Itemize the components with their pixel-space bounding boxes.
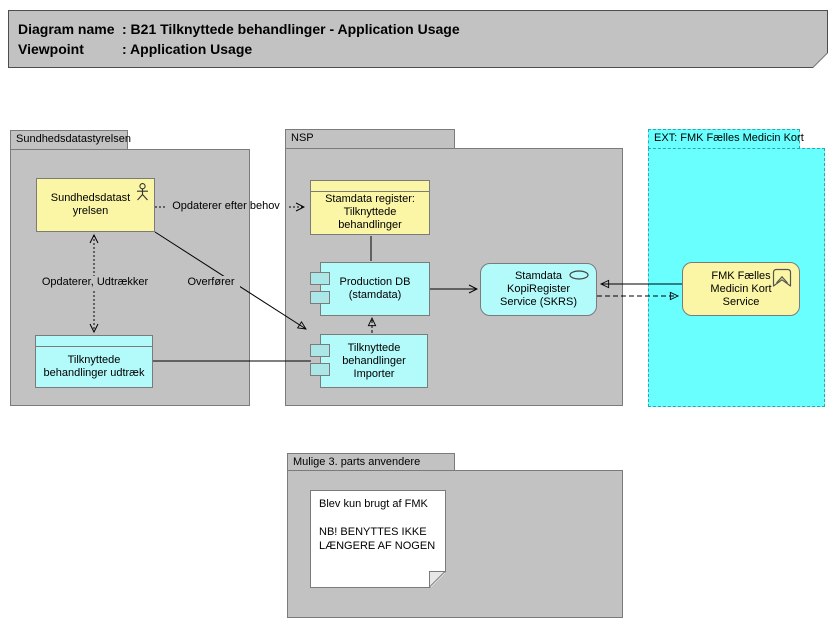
title-row-diagram-name: Diagram name : B21 Tilknyttede behandlin… <box>18 19 827 39</box>
title-value: : Application Usage <box>122 41 253 57</box>
node-stamdata-register[interactable]: Stamdata register: Tilknyttede behandlin… <box>310 180 430 235</box>
node-production-db[interactable]: Production DB (stamdata) <box>310 262 430 316</box>
node-label: Tilknyttede behandlinger udtræk <box>43 353 145 379</box>
node-sundhedsdatastyrelsen-actor[interactable]: Sundhedsdatast yrelsen <box>36 178 155 232</box>
note-line-2: NB! BENYTTES IKKE LÆNGERE AF NOGEN <box>319 526 436 552</box>
data-object-bar <box>36 336 152 347</box>
group-tab-mulige-parts[interactable]: Mulige 3. parts anvendere <box>287 453 455 471</box>
node-tilknyttede-udtraek[interactable]: Tilknyttede behandlinger udtræk <box>35 335 153 388</box>
note-spacer <box>319 511 439 525</box>
component-tab-icon <box>310 291 330 304</box>
node-label: Sundhedsdatast yrelsen <box>50 192 131 217</box>
note-fold-icon <box>429 571 446 588</box>
connector-label-opdaterer-efter-behov: Opdaterer efter behov <box>172 200 280 212</box>
title-value: : B21 Tilknyttede behandlinger - Applica… <box>122 21 460 37</box>
diagram-title-text: Diagram name : B21 Tilknyttede behandlin… <box>9 11 827 67</box>
connector-label-opdaterer-udtraekker: Opdaterer, Udtrækker <box>38 276 152 289</box>
group-tab-sundhedsdatastyrelsen[interactable]: Sundhedsdatastyrelsen <box>10 130 131 150</box>
component-tab-icon <box>310 344 330 357</box>
group-tab-nsp[interactable]: NSP <box>285 129 455 149</box>
title-row-viewpoint: Viewpoint : Application Usage <box>18 39 827 59</box>
data-object-bar <box>311 181 429 192</box>
title-label: Viewpoint <box>18 41 84 57</box>
title-label: Diagram name <box>18 21 115 37</box>
node-fmk-service[interactable]: FMK Fælles Medicin Kort Service <box>682 262 800 316</box>
component-tab-icon <box>310 363 330 376</box>
node-label: Tilknyttede behandlinger Importer <box>342 341 406 380</box>
connector-label-overfoerer: Overfører <box>182 276 240 289</box>
node-skrs-service[interactable]: Stamdata KopiRegister Service (SKRS) <box>480 263 597 316</box>
group-tab-ext-fmk[interactable]: EXT: FMK Fælles Medicin Kort <box>648 129 804 149</box>
component-tab-icon <box>310 272 330 285</box>
note-line-1: Blev kun brugt af FMK <box>319 498 428 510</box>
diagram-title-box: Diagram name : B21 Tilknyttede behandlin… <box>8 10 828 68</box>
node-label: Stamdata KopiRegister Service (SKRS) <box>499 270 578 308</box>
node-tilknyttede-importer[interactable]: Tilknyttede behandlinger Importer <box>310 334 428 388</box>
node-label: FMK Fælles Medicin Kort Service <box>710 269 772 308</box>
note-blev-kun-brugt[interactable]: Blev kun brugt af FMK NB! BENYTTES IKKE … <box>310 490 446 588</box>
node-label: Stamdata register: Tilknyttede behandlin… <box>325 193 415 231</box>
node-label: Production DB (stamdata) <box>339 276 411 301</box>
